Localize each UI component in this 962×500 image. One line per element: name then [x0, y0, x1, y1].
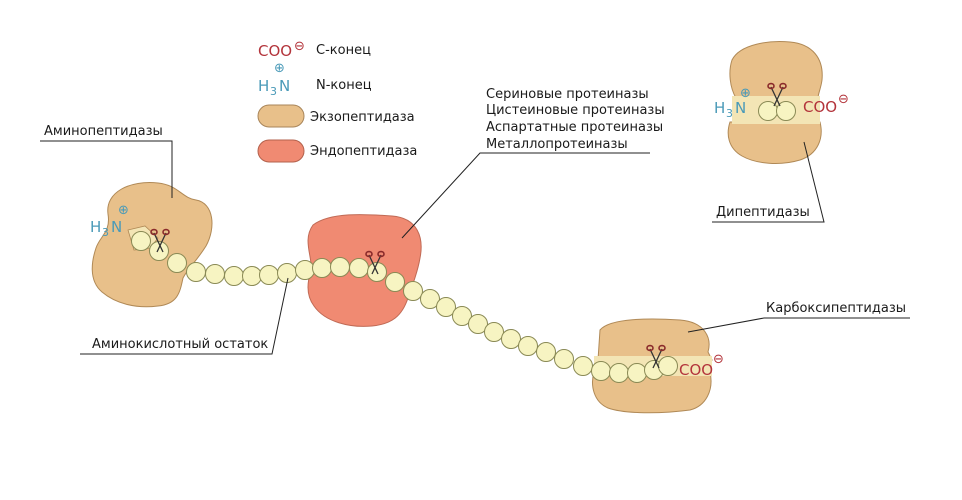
- label-endo-type-1: Сериновые протеиназы: [486, 87, 649, 102]
- leader-aminopeptidases: [40, 140, 173, 198]
- legend-endopeptidase-label: Эндопептидаза: [310, 144, 417, 159]
- amino-acid-bead: [330, 257, 350, 277]
- legend-n-terminus-sub: 3: [270, 85, 277, 98]
- label-endo-type-2: Цистеиновые протеиназы: [486, 103, 665, 118]
- scissors-icon: [150, 228, 170, 253]
- amino-acid-bead: [501, 329, 521, 349]
- amino-acid-bead: [658, 356, 678, 376]
- amino-acid-bead: [484, 322, 504, 342]
- amino-acid-bead: [224, 266, 244, 286]
- legend-endopeptidase-swatch: [257, 139, 305, 163]
- aminopeptidase-enzyme: ⊕ H 3 N: [90, 182, 213, 308]
- amino-acid-bead: [167, 253, 187, 273]
- amino-acid-bead: [259, 265, 279, 285]
- leader-amino-acid-residue: [80, 277, 289, 355]
- aminopeptidase-n-charge: ⊕: [118, 203, 129, 218]
- legend-n-terminus-n: N: [279, 77, 290, 95]
- legend: COO ⊖ С-конец ⊕ H 3 N N-конец Экзопептид…: [257, 39, 417, 163]
- scissors-icon: [365, 250, 385, 275]
- amino-acid-bead: [536, 342, 556, 362]
- label-dipeptidases: Дипептидазы: [716, 205, 810, 220]
- scissors-layer: [150, 82, 787, 369]
- amino-acid-bead: [591, 361, 611, 381]
- amino-acid-bead: [312, 258, 332, 278]
- amino-acid-bead: [403, 281, 423, 301]
- label-amino-acid-residue: Аминокислотный остаток: [92, 337, 268, 352]
- labels: Аминопептидазы Аминокислотный остаток Се…: [40, 87, 910, 355]
- dipeptidase-n-sub: 3: [726, 107, 733, 120]
- scissors-icon: [646, 344, 666, 369]
- legend-n-terminus-charge: ⊕: [274, 61, 285, 76]
- amino-acid-bead: [131, 231, 151, 251]
- carboxypeptidase-c-charge: ⊖: [713, 352, 724, 367]
- amino-acid-bead: [609, 363, 629, 383]
- amino-acid-bead: [573, 356, 593, 376]
- legend-n-terminus-h: H: [258, 77, 269, 95]
- legend-c-terminus-formula: COO: [258, 42, 292, 60]
- dipeptidase-n-h: H: [714, 99, 725, 117]
- dipeptidase-c-formula: COO: [803, 98, 837, 116]
- legend-n-terminus-label: N-конец: [316, 78, 372, 93]
- dipeptidase-bottom: [727, 121, 822, 164]
- aminopeptidase-n-h: H: [90, 218, 101, 236]
- amino-acid-bead: [518, 336, 538, 356]
- amino-acid-bead: [554, 349, 574, 369]
- leader-endopeptidases: [401, 152, 650, 239]
- leader-carboxypeptidases: [687, 317, 910, 333]
- amino-acid-bead: [277, 263, 297, 283]
- legend-exopeptidase-swatch: [257, 104, 305, 128]
- carboxypeptidase-c-formula: COO: [679, 361, 713, 379]
- aminopeptidase-n-sub: 3: [102, 226, 109, 239]
- leader-dipeptidases: [712, 141, 825, 223]
- dipeptidase-enzyme: ⊕ H 3 N COO ⊖: [714, 41, 849, 164]
- amino-acid-bead: [242, 266, 262, 286]
- amino-acid-bead: [420, 289, 440, 309]
- amino-acid-bead: [627, 363, 647, 383]
- amino-acid-bead: [349, 258, 369, 278]
- label-carboxypeptidases: Карбоксипептидазы: [766, 301, 906, 316]
- scissors-icon: [767, 82, 787, 107]
- label-aminopeptidases: Аминопептидазы: [44, 124, 163, 139]
- legend-exopeptidase-label: Экзопептидаза: [310, 110, 415, 125]
- legend-c-terminus-label: С-конец: [316, 43, 371, 58]
- amino-acid-bead: [186, 262, 206, 282]
- aminopeptidase-n-n: N: [111, 218, 122, 236]
- amino-acid-bead: [436, 297, 456, 317]
- dipeptidase-n-charge: ⊕: [740, 86, 751, 101]
- amino-acid-bead: [385, 272, 405, 292]
- carboxypeptidase-top: [597, 318, 713, 361]
- dipeptidase-c-charge: ⊖: [838, 92, 849, 107]
- amino-acid-bead: [468, 314, 488, 334]
- label-endo-type-3: Аспартатные протеиназы: [486, 120, 663, 135]
- amino-acid-bead: [205, 264, 225, 284]
- peptide-beads: [131, 101, 796, 383]
- dipeptidase-n-n: N: [735, 99, 746, 117]
- amino-acid-bead: [149, 241, 169, 261]
- dipeptidase-top: [729, 41, 823, 99]
- legend-c-terminus-charge: ⊖: [294, 39, 305, 54]
- amino-acid-bead: [776, 101, 796, 121]
- label-endo-type-4: Металлопротеиназы: [486, 137, 628, 152]
- amino-acid-bead: [452, 306, 472, 326]
- amino-acid-bead: [295, 260, 315, 280]
